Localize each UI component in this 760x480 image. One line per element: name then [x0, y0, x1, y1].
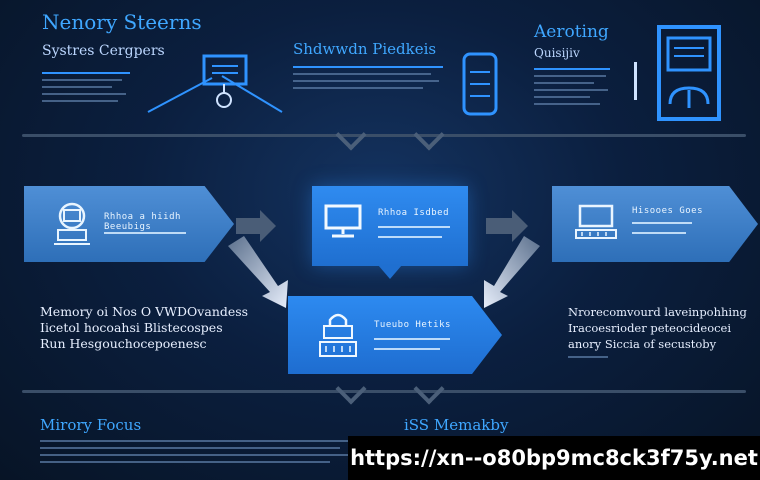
- right-text-line-3: anory Siccia of secustoby: [568, 337, 717, 351]
- right-text-block: Nrorecomvourd laveinpohhing Iracoesriode…: [568, 304, 747, 358]
- center-header-lines: [293, 66, 443, 89]
- left-text-line-3: Run Hesgouchocepoenesc: [40, 336, 207, 351]
- card-right-title: Hisooes Goes: [632, 206, 704, 216]
- laptop-icon: [324, 204, 362, 238]
- tablet-icon: [462, 52, 498, 116]
- left-text-line-2: Iicetol hocoahsi Blistecospes: [40, 320, 223, 335]
- top-divider: [22, 134, 746, 137]
- watermark-url: https://xn--o80bp9mc8ck3f75y.net: [348, 436, 760, 480]
- left-text-line-1: Memory oi Nos O VWDOvandess: [40, 304, 249, 319]
- footer-left-lines: [40, 440, 360, 463]
- arrow-right-1: [236, 210, 276, 242]
- right-vertical-bar: [634, 62, 637, 100]
- computer-lock-icon: [54, 202, 90, 245]
- right-text-line-2: Iracoesrioder peteocideocei: [568, 321, 732, 335]
- process-card-right: Hisooes Goes: [552, 186, 758, 262]
- right-subtitle: Quisijiv: [534, 46, 580, 60]
- left-text-block: Memory oi Nos O VWDOvandess Iicetol hoco…: [40, 304, 248, 352]
- card-center-title: Rhhoa Isdbed: [378, 208, 450, 218]
- footer-left-title: Mirory Focus: [40, 416, 142, 434]
- left-header-lines: [42, 72, 130, 102]
- laptop-keyboard-icon: [575, 204, 617, 239]
- card-bottom-title: Tueubo Hetiks: [374, 320, 451, 330]
- center-card-pointer: [378, 265, 402, 279]
- left-subtitle: Systres Cergpers: [42, 43, 165, 59]
- arrow-right-2: [486, 210, 528, 242]
- process-card-bottom: Tueubo Hetiks: [288, 296, 502, 374]
- right-header-lines: [534, 68, 612, 105]
- process-card-left: Rhhoa a hiidh Beeubigs: [24, 186, 234, 262]
- footer-center-title: iSS Memakby: [404, 416, 509, 434]
- card-left-title: Rhhoa a hiidh Beeubigs: [104, 212, 181, 232]
- arrow-down-right: [484, 236, 540, 308]
- process-card-center: Rhhoa Isdbed: [312, 186, 468, 266]
- center-title: Shdwwdn Piedkeis: [293, 40, 437, 58]
- document-cloud-icon: [657, 25, 721, 121]
- right-title: Aeroting: [534, 22, 609, 42]
- arrow-down-left: [228, 236, 288, 308]
- bottom-divider: [22, 390, 746, 393]
- monitor-lock-icon: [147, 54, 283, 113]
- right-text-line-1: Nrorecomvourd laveinpohhing: [568, 305, 747, 319]
- right-text-lines: [568, 356, 747, 358]
- left-title: Nenory Steerns: [42, 10, 202, 34]
- server-lock-icon: [319, 313, 357, 357]
